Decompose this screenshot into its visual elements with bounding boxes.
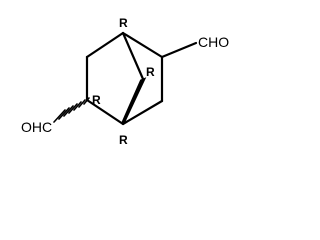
bond-top-bridgehead-to-bridge-carbon: [121, 31, 145, 81]
bond-right-stereocenter-to-cho: [160, 41, 198, 59]
norbornane-dicarbaldehyde-structure: CHO OHC R R R R: [21, 16, 229, 147]
chemical-structure-diagram: CHO OHC R R R R: [21, 16, 230, 147]
wedge-bond-bridge-to-bottom-bridgehead: [121, 77, 147, 125]
hashed-wedge-bond-left-stereocenter-to-ohc: [53, 97, 90, 123]
bond-right-stereocenter-to-top-bridgehead: [121, 31, 164, 59]
stereo-label-left-carbon: R: [92, 93, 101, 107]
bond-left-stereocenter-to-bottom-bridgehead: [85, 98, 125, 126]
cho-label: CHO: [198, 34, 229, 50]
bond-top-bridgehead-to-left-ring-carbon: [85, 31, 125, 59]
stereo-label-top-bridgehead: R: [119, 16, 128, 30]
stereo-label-bridge-carbon: R: [146, 65, 155, 79]
ohc-label: OHC: [21, 119, 52, 135]
bond-bottom-bridgehead-to-right-lower-carbon: [121, 99, 164, 126]
stereo-label-bottom-bridgehead: R: [119, 133, 128, 147]
